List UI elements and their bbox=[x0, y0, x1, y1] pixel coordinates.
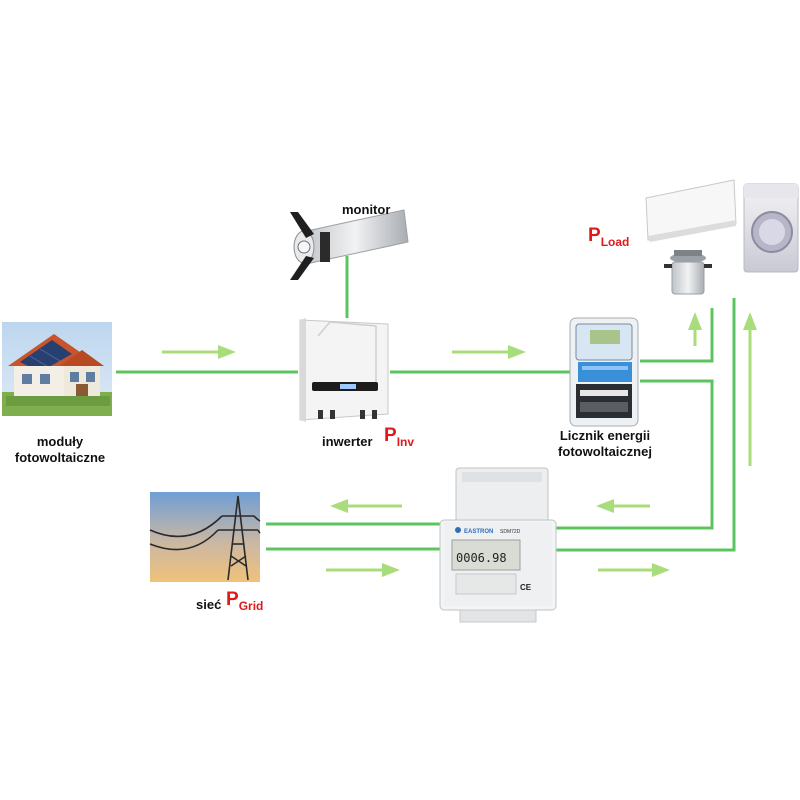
monitor-label: monitor bbox=[342, 202, 390, 217]
line-pvmeter-load-upper bbox=[640, 308, 714, 363]
arrow-right-inverter bbox=[452, 345, 526, 359]
grid-tower-icon bbox=[149, 492, 261, 582]
din-meter-ce-mark: CE bbox=[520, 583, 532, 592]
p-inv-sub: Inv bbox=[396, 435, 415, 449]
din-meter-reading: 0006.98 bbox=[456, 551, 507, 565]
house-solar-icon bbox=[2, 322, 112, 416]
pv-modules-label-line2: fotowoltaiczne bbox=[14, 450, 106, 465]
arrow-left-grid bbox=[330, 499, 402, 513]
din-meter-icon bbox=[439, 467, 557, 623]
arrow-right-grid bbox=[326, 563, 400, 577]
pv-meter-icon bbox=[569, 317, 639, 427]
air-conditioner-icon bbox=[645, 179, 737, 242]
p-inv-symbol: PInv bbox=[384, 426, 454, 452]
p-inv-main: P bbox=[384, 426, 397, 446]
line-pvmeter-load-lower bbox=[556, 379, 714, 530]
p-grid-sub: Grid bbox=[238, 599, 264, 613]
pv-meter-label-line2: fotowoltaicznej bbox=[558, 444, 652, 459]
monitor-icon bbox=[290, 209, 409, 280]
p-grid-symbol: PGrid bbox=[226, 590, 306, 616]
p-load-main: P bbox=[588, 226, 601, 246]
p-load-sub: Load bbox=[600, 235, 630, 249]
inverter-icon bbox=[299, 318, 389, 422]
washing-machine-icon bbox=[743, 183, 799, 273]
pv-modules-label-line1: moduły bbox=[36, 434, 84, 449]
din-meter-model: SDM72D bbox=[500, 529, 521, 535]
line-load-grid-meter bbox=[556, 298, 736, 552]
arrow-up-load-right bbox=[743, 312, 757, 466]
grid-label: sieć bbox=[196, 597, 221, 612]
arrow-left-meter-in bbox=[596, 499, 650, 513]
inverter-label: inwerter bbox=[322, 434, 373, 449]
connection-lines bbox=[116, 256, 736, 552]
pv-meter-label-line1: Licznik energii bbox=[559, 428, 651, 443]
p-grid-main: P bbox=[226, 590, 239, 610]
pv-meter-label: Licznik energii fotowoltaicznej bbox=[530, 428, 680, 460]
pressure-cooker-icon bbox=[664, 250, 712, 295]
flow-arrows bbox=[162, 312, 757, 577]
p-load-symbol: PLoad bbox=[588, 226, 668, 252]
pv-modules-label: moduły fotowoltaiczne bbox=[0, 434, 120, 466]
arrow-right-house bbox=[162, 345, 236, 359]
arrow-right-meter-out bbox=[598, 563, 670, 577]
din-meter-brand: EASTRON bbox=[464, 529, 493, 535]
arrow-up-load-left bbox=[688, 312, 702, 346]
